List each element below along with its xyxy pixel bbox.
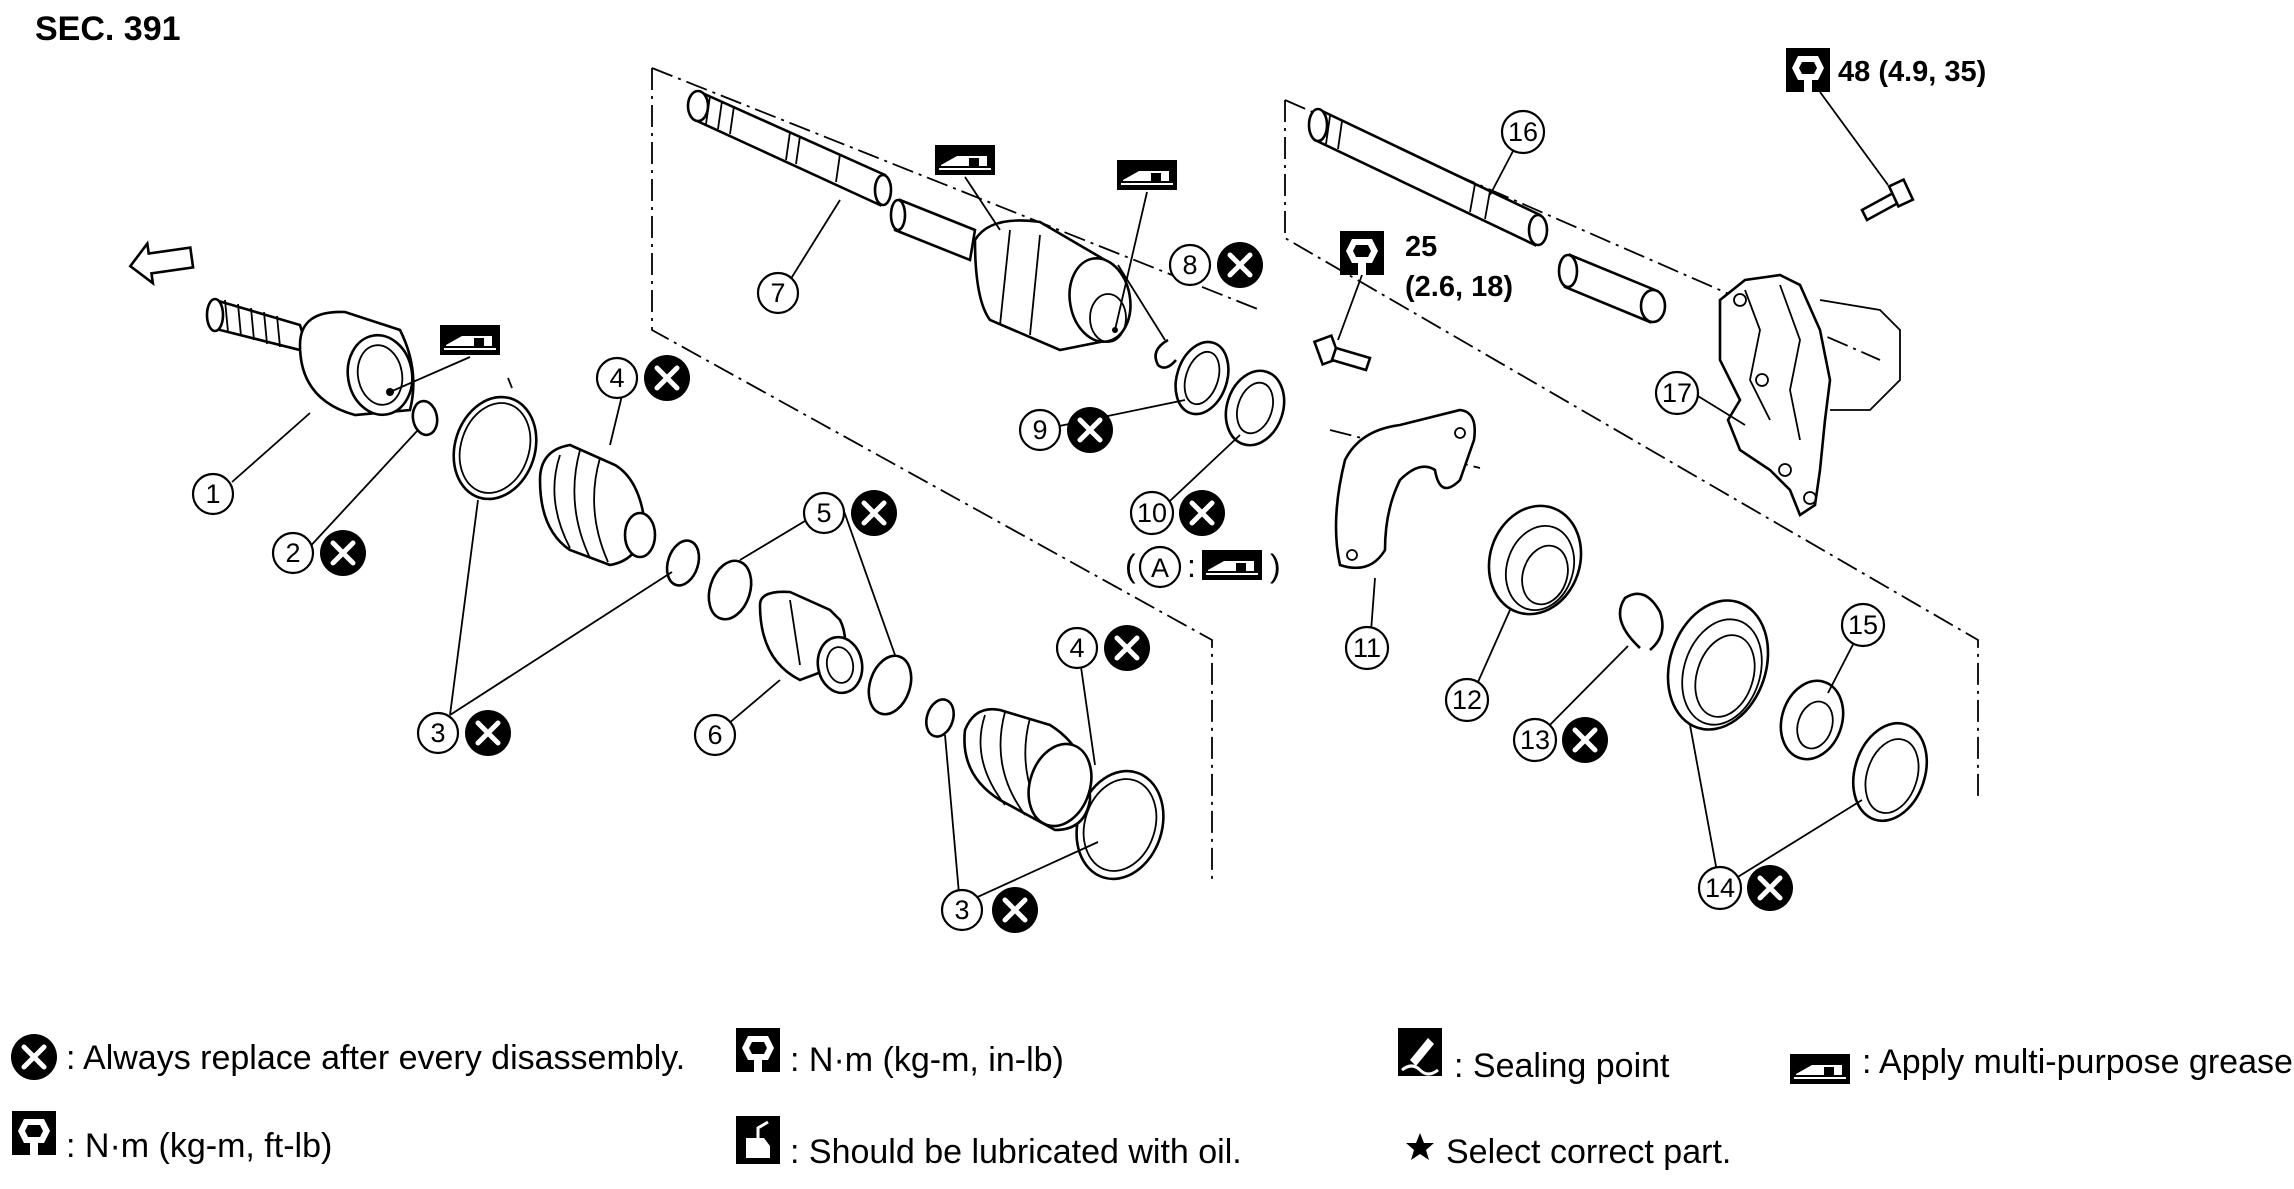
- legend-sealing: : Sealing point: [1454, 1047, 1670, 1085]
- wrench-torque-in-lb-icon: [736, 1028, 780, 1072]
- callout-5: 5: [802, 491, 846, 535]
- callout-9: 9: [1018, 408, 1062, 452]
- part-3-boot-band-lower: [925, 698, 955, 738]
- callout-3: 3: [416, 711, 460, 755]
- callout-10: 10: [1129, 490, 1175, 536]
- callout-16: 16: [1500, 109, 1546, 155]
- svg-text:13: 13: [1520, 725, 1550, 755]
- svg-text:4: 4: [609, 363, 624, 393]
- legend: : Always replace after every disassembly…: [11, 1028, 2294, 1171]
- svg-text:8: 8: [1182, 250, 1197, 280]
- star-icon: [1406, 1133, 1434, 1160]
- legend-oil: : Should be lubricated with oil.: [790, 1133, 1242, 1171]
- svg-text:A: A: [1151, 553, 1169, 583]
- svg-text:12: 12: [1452, 685, 1482, 715]
- svg-text:9: 9: [1032, 415, 1047, 445]
- part-14-seal-2: [1852, 721, 1928, 823]
- svg-text:11: 11: [1353, 633, 1381, 663]
- part-4-boot-lower: [963, 707, 1093, 832]
- grease-gun-icon: [1789, 1053, 1851, 1085]
- part-4-boot: [538, 443, 657, 567]
- torque-spec-mid-sub: (2.6, 18): [1405, 271, 1513, 303]
- legend-nm-in-lb: : N·m (kg-m, in-lb): [790, 1041, 1064, 1079]
- svg-text::: :: [1187, 548, 1196, 584]
- part-3-boot-band-small: [665, 539, 701, 587]
- part-5-band-2: [867, 654, 913, 716]
- callout-13: 13: [1512, 717, 1558, 763]
- part-2-circlip: [411, 399, 439, 437]
- part-11-bracket: [1334, 408, 1476, 570]
- svg-text:17: 17: [1662, 378, 1692, 408]
- part-7-inner-joint-housing: [889, 198, 1132, 352]
- callout-6: 6: [693, 713, 737, 757]
- callout-8: 8: [1168, 243, 1212, 287]
- callout-7: 7: [756, 271, 800, 315]
- bolt-upper: [1860, 177, 1915, 222]
- legend-select: Select correct part.: [1446, 1133, 1731, 1171]
- svg-text:15: 15: [1848, 610, 1878, 640]
- torque-spec-mid: 25: [1405, 231, 1437, 263]
- part-14-seal: [1666, 599, 1770, 731]
- callout-14: 14: [1697, 865, 1743, 911]
- callout-4: 4: [595, 356, 639, 400]
- part-7-drive-shaft: [686, 89, 893, 207]
- sealant-icon: [1398, 1028, 1442, 1076]
- svg-text:5: 5: [816, 498, 831, 528]
- callout-3-lower: 3: [940, 888, 984, 932]
- wrench-torque-ft-lb-icon: [12, 1111, 56, 1155]
- svg-text:4: 4: [1069, 633, 1084, 663]
- torque-spec-upper: 48 (4.9, 35): [1838, 56, 1986, 88]
- callout-17: 17: [1654, 370, 1700, 416]
- svg-text:3: 3: [430, 718, 445, 748]
- bolt-center: [1312, 333, 1372, 372]
- svg-text:6: 6: [707, 720, 722, 750]
- part-17-support-bracket: [1718, 273, 1901, 517]
- legend-nm-ft-lb: : N·m (kg-m, ft-lb): [66, 1127, 332, 1165]
- part-5-band: [707, 559, 753, 621]
- part-9-seal: [1174, 340, 1230, 416]
- note-a-grease: ( A : ): [1125, 545, 1281, 589]
- part-3-boot-band: [452, 395, 538, 501]
- svg-text:14: 14: [1705, 873, 1735, 903]
- svg-text:10: 10: [1137, 498, 1167, 528]
- svg-text:16: 16: [1508, 117, 1538, 147]
- legend-grease: : Apply multi-purpose grease.: [1862, 1043, 2294, 1081]
- oil-can-icon: [736, 1116, 780, 1164]
- section-title: SEC. 391: [35, 10, 181, 48]
- part-6-dynamic-damper: [758, 590, 864, 695]
- callout-1: 1: [191, 472, 235, 516]
- part-8-snap-ring: [1154, 338, 1177, 369]
- legend-replace: : Always replace after every disassembly…: [66, 1039, 685, 1077]
- callout-15: 15: [1840, 602, 1886, 648]
- callout-2: 2: [271, 531, 315, 575]
- svg-text:): ): [1270, 548, 1281, 584]
- svg-text:2: 2: [285, 538, 300, 568]
- vehicle-front-arrow-icon: [128, 240, 195, 287]
- callout-4-lower: 4: [1055, 626, 1099, 670]
- part-12-bearing: [1487, 504, 1583, 616]
- svg-text:3: 3: [954, 895, 969, 925]
- part-15-spacer: [1779, 679, 1845, 761]
- callout-12: 12: [1444, 677, 1490, 723]
- part-16-extension-shaft: [1307, 107, 1667, 324]
- callout-11: 11: [1344, 625, 1390, 671]
- x-circle-icon: [11, 1034, 57, 1080]
- part-13-snap-ring: [1618, 592, 1664, 651]
- part-1-outer-joint: [205, 297, 415, 417]
- svg-text:7: 7: [770, 278, 785, 308]
- svg-text:(: (: [1125, 548, 1136, 584]
- svg-text:1: 1: [205, 479, 220, 509]
